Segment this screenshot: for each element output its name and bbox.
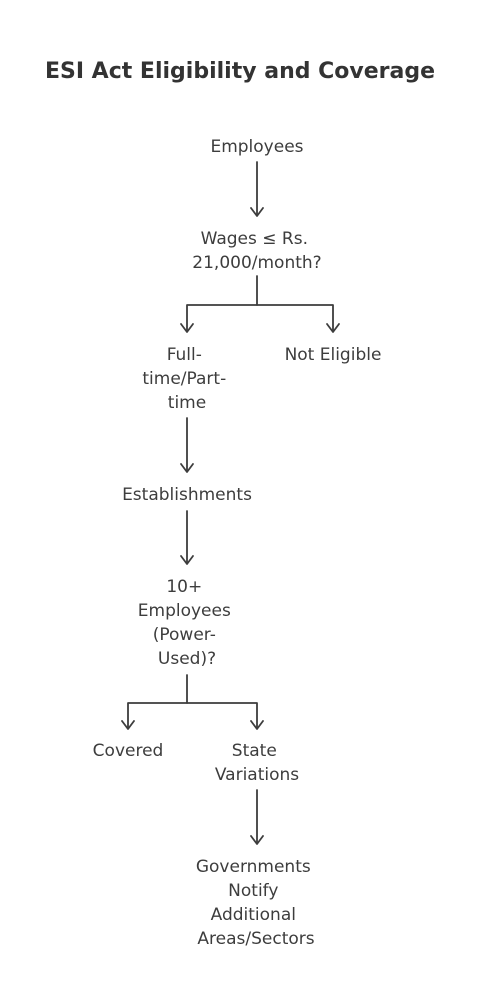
- node-not-eligible-line-1: Not Eligible: [285, 345, 382, 365]
- node-state-variations-line-2: Variations: [215, 765, 299, 785]
- node-covered: Covered: [93, 741, 164, 761]
- node-governments-line-2: Notify: [228, 881, 278, 901]
- svg-text:Employees: Employees: [210, 137, 303, 157]
- diagram-title: ESI Act Eligibility and Coverage: [45, 59, 435, 84]
- node-state-variations: State Variations: [215, 741, 299, 785]
- node-establishments-line-1: Establishments: [122, 485, 252, 505]
- svg-text:Full- time/Part- t: Full- time/Part- time: [142, 345, 231, 413]
- node-wages-line-1: Wages ≤ Rs.: [201, 229, 308, 249]
- svg-text:Wages ≤ Rs. 21,000/month: Wages ≤ Rs. 21,000/month?: [192, 229, 321, 273]
- node-governments-line-1: Governments: [196, 857, 311, 877]
- svg-text:Establishments: Establishments: [122, 485, 252, 505]
- node-ten-plus-line-2: Employees: [138, 601, 231, 621]
- node-ten-plus-line-1: 10+: [166, 577, 202, 597]
- node-fulltime-line-1: Full-: [167, 345, 202, 365]
- node-covered-line-1: Covered: [93, 741, 164, 761]
- svg-text:Governments Notify: Governments Notify Additional Areas/Sect…: [196, 857, 316, 949]
- node-wages-question: Wages ≤ Rs. 21,000/month?: [192, 229, 321, 273]
- edge-fulltime-to-establishments: [180, 417, 194, 473]
- node-governments-notify: Governments Notify Additional Areas/Sect…: [196, 857, 316, 949]
- edge-employees-to-wages: [250, 161, 264, 217]
- node-wages-line-2: 21,000/month?: [192, 253, 321, 273]
- node-employees-line-1: Employees: [210, 137, 303, 157]
- node-fulltime-parttime: Full- time/Part- time: [142, 345, 231, 413]
- node-governments-line-3: Additional: [211, 905, 296, 925]
- edge-ten-plus-branch: [121, 674, 264, 730]
- node-fulltime-line-3: time: [168, 393, 206, 413]
- node-ten-plus-line-3: (Power-: [153, 625, 216, 645]
- svg-text:State Variations: State Variations: [215, 741, 299, 785]
- node-governments-line-4: Areas/Sectors: [197, 929, 314, 949]
- svg-text:Covered: Covered: [93, 741, 164, 761]
- node-state-variations-line-1: State: [232, 741, 277, 761]
- svg-text:Not Eligible: Not Eligible: [285, 345, 382, 365]
- edge-establishments-to-ten-plus: [180, 510, 194, 565]
- node-not-eligible: Not Eligible: [285, 345, 382, 365]
- node-employees: Employees: [210, 137, 303, 157]
- node-fulltime-line-2: time/Part-: [142, 369, 226, 389]
- node-establishments: Establishments: [122, 485, 252, 505]
- node-ten-plus-line-4: Used)?: [158, 649, 216, 669]
- edge-state-variations-to-governments: [250, 789, 264, 845]
- edge-wages-branch: [180, 275, 340, 333]
- node-ten-plus-employees-question: 10+ Employees (Power- Used)?: [138, 577, 236, 669]
- svg-text:10+ Employees (Pow: 10+ Employees (Power- Used)?: [138, 577, 236, 669]
